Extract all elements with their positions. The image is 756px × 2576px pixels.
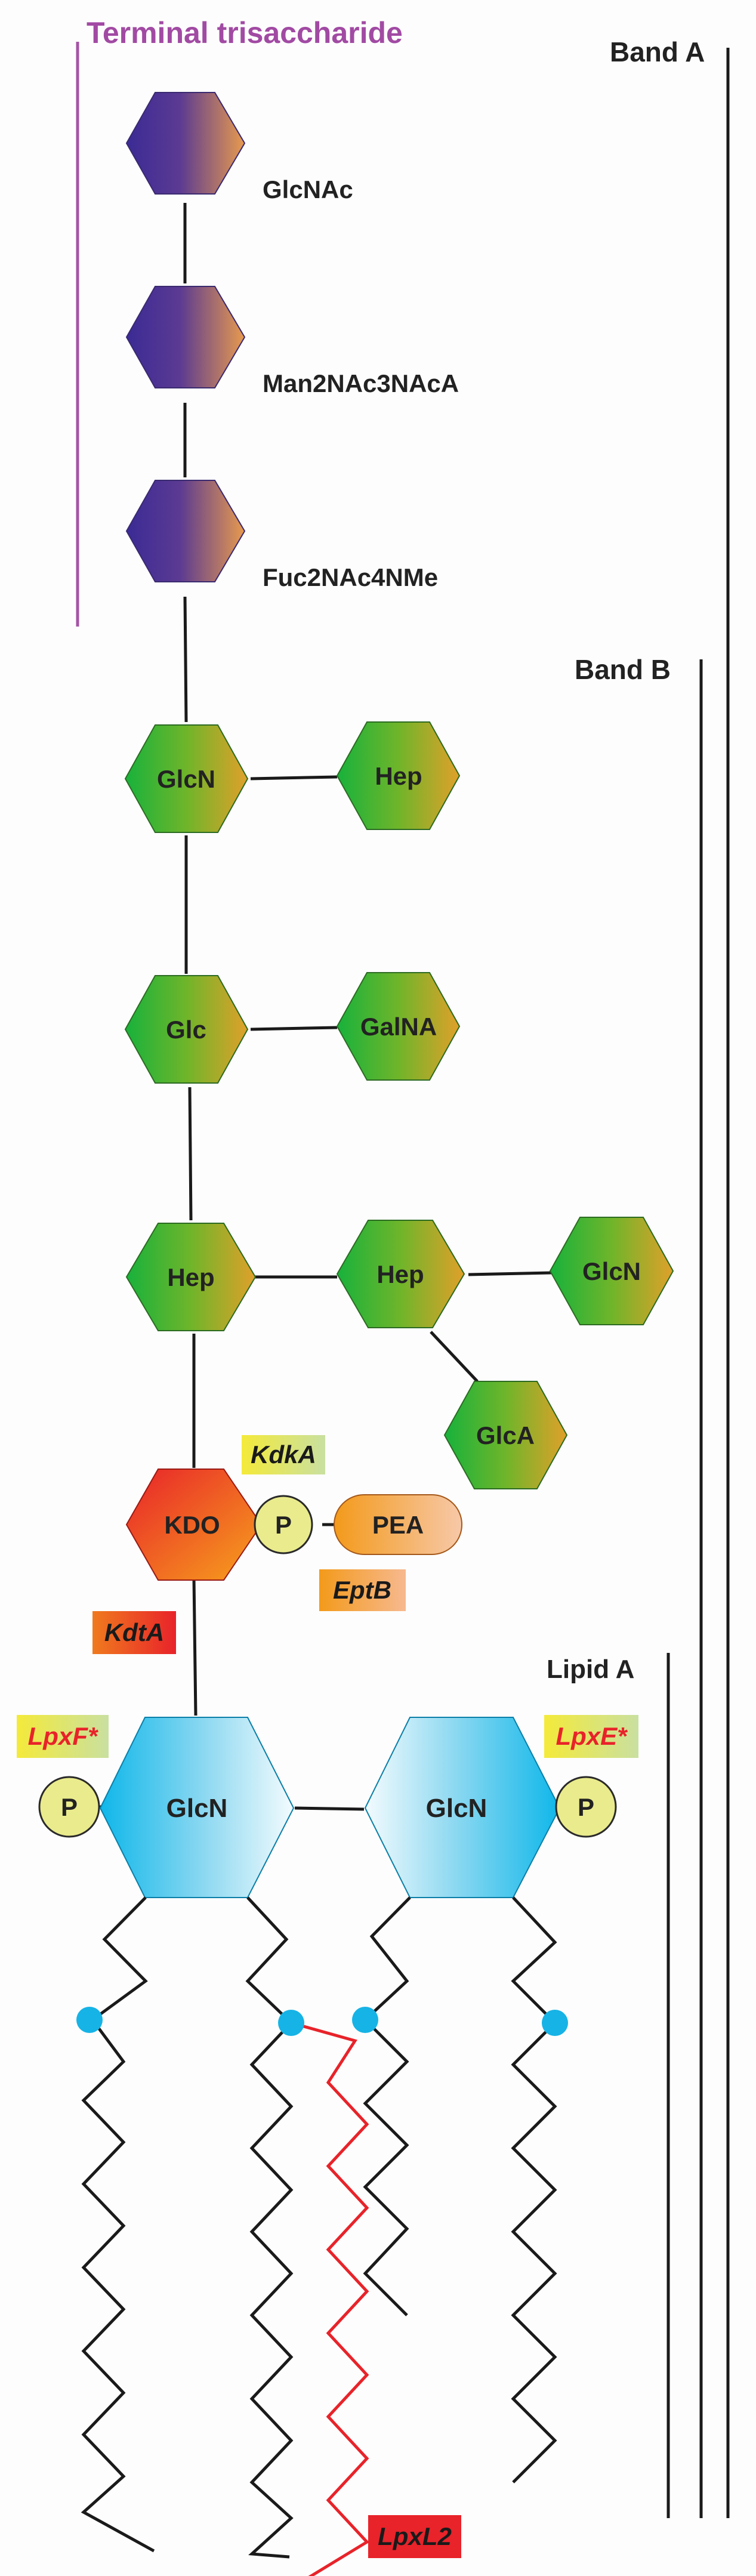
acyl-chain-3 [363, 1896, 411, 2316]
hexagon-fuc2nac4nme [125, 480, 246, 582]
hexagon-glca: GlcA [443, 1381, 568, 1489]
label-galna: GalNA [360, 1013, 437, 1041]
enzyme-lpxe: LpxE* [556, 1722, 628, 1750]
glycosidic-bonds [82, 203, 573, 1811]
acyl-chain-2 [245, 1896, 294, 2559]
phosphate-right-label: P [578, 1793, 594, 1821]
enzyme-eptb-box: EptB [319, 1569, 406, 1611]
hexagon-kdo: KDO [125, 1469, 263, 1581]
enzyme-kdta-box: KdtA [92, 1611, 176, 1654]
label-glcn-branch: GlcN [582, 1257, 641, 1285]
phosphate-left-label: P [61, 1793, 78, 1821]
hexagon-hep-inner: Hep [125, 1223, 257, 1331]
label-pea: PEA [372, 1511, 424, 1539]
label-lipid-glcn-left: GlcN [166, 1794, 228, 1823]
enzyme-kdta: KdtA [104, 1618, 164, 1646]
phosphate-right: P [555, 1776, 617, 1838]
acyl-chain-lpxl2 [291, 2021, 369, 2576]
enzyme-lpxe-box: LpxE* [544, 1715, 638, 1758]
hexagon-man2nac3naca [125, 286, 246, 388]
enzyme-eptb: EptB [333, 1576, 391, 1604]
band-a-label: Band A [610, 36, 705, 67]
hexagon-glcn-branch: GlcN [549, 1217, 674, 1325]
band-b-label: Band B [575, 654, 671, 685]
terminal-trisaccharide-label: Terminal trisaccharide [87, 16, 403, 50]
label-glc: Glc [166, 1016, 206, 1044]
hexagon-glc: Glc [124, 975, 249, 1084]
label-glcnac: GlcNAc [263, 175, 353, 203]
label-glca: GlcA [476, 1421, 535, 1449]
lipid-a-label: Lipid A [547, 1655, 634, 1684]
hexagon-hep-branch1: Hep [336, 721, 461, 830]
acyl-chain-1 [81, 1896, 155, 2553]
enzyme-lpxl2-box: LpxL2 [368, 2515, 461, 2558]
phosphate-kdo: P [254, 1495, 313, 1554]
acyl-chain-4 [511, 1896, 557, 2484]
label-hep-branch1: Hep [375, 762, 422, 790]
hexagon-glcn-core: GlcN [124, 724, 249, 833]
hexagon-galna: GalNA [336, 972, 461, 1081]
enzyme-kdka-box: KdkA [242, 1435, 325, 1474]
ester-dots [76, 2007, 568, 2036]
hexagon-lipid-glcn-left: GlcN [99, 1717, 295, 1898]
phosphate-kdo-label: P [275, 1511, 292, 1539]
acyl-chains [81, 1896, 557, 2559]
hexagon-lipid-glcn-right: GlcN [364, 1717, 561, 1898]
pea-group: PEA [334, 1494, 462, 1555]
label-hep-outer: Hep [377, 1260, 424, 1288]
label-fuc2nac4nme: Fuc2NAc4NMe [263, 563, 438, 591]
enzyme-lpxf-box: LpxF* [17, 1715, 109, 1758]
phosphate-left: P [38, 1776, 100, 1838]
enzyme-kdka: KdkA [251, 1440, 316, 1469]
label-glcn-core: GlcN [157, 765, 215, 793]
label-kdo: KDO [164, 1511, 220, 1539]
hexagon-hep-outer: Hep [336, 1220, 465, 1328]
label-lipid-glcn-right: GlcN [426, 1794, 487, 1823]
hexagon-glcnac [125, 92, 246, 195]
enzyme-lpxl2: LpxL2 [378, 2522, 452, 2550]
label-man2nac3naca: Man2NAc3NAcA [263, 369, 459, 397]
enzyme-lpxf: LpxF* [28, 1722, 98, 1750]
label-hep-inner: Hep [167, 1263, 214, 1291]
